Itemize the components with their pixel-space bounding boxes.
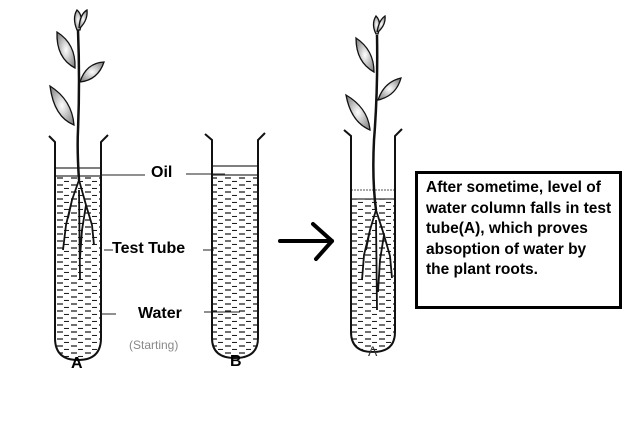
test-tube-a: [48, 8, 109, 362]
test-tube-b: [204, 132, 266, 360]
label-tube-b: B: [230, 353, 242, 370]
leaf: [355, 36, 375, 74]
label-starting: (Starting): [129, 338, 179, 352]
conclusion-text: After sometime, level of water column fa…: [426, 179, 612, 278]
water-b: [212, 175, 258, 358]
leaf: [79, 61, 105, 83]
tube-outline-a-after: [343, 128, 403, 354]
test-tube-a-after: [343, 14, 403, 354]
label-water: Water: [138, 305, 182, 322]
leaf: [377, 77, 402, 101]
leaf: [49, 84, 75, 126]
plant-a: [49, 8, 105, 281]
tube-outline-b: [204, 132, 266, 360]
label-tube-a-after: A: [368, 343, 378, 359]
right-arrow-icon: [278, 222, 334, 261]
leaf: [345, 93, 371, 132]
leaf: [56, 30, 76, 70]
plant-a-after: [345, 14, 402, 311]
label-oil: Oil: [151, 164, 173, 181]
label-test-tube: Test Tube: [112, 240, 186, 257]
label-tube-a: A: [71, 355, 83, 372]
tube-outline-a: [48, 134, 109, 362]
conclusion-note: After sometime, level of water column fa…: [415, 171, 622, 309]
water-a: [55, 176, 101, 360]
